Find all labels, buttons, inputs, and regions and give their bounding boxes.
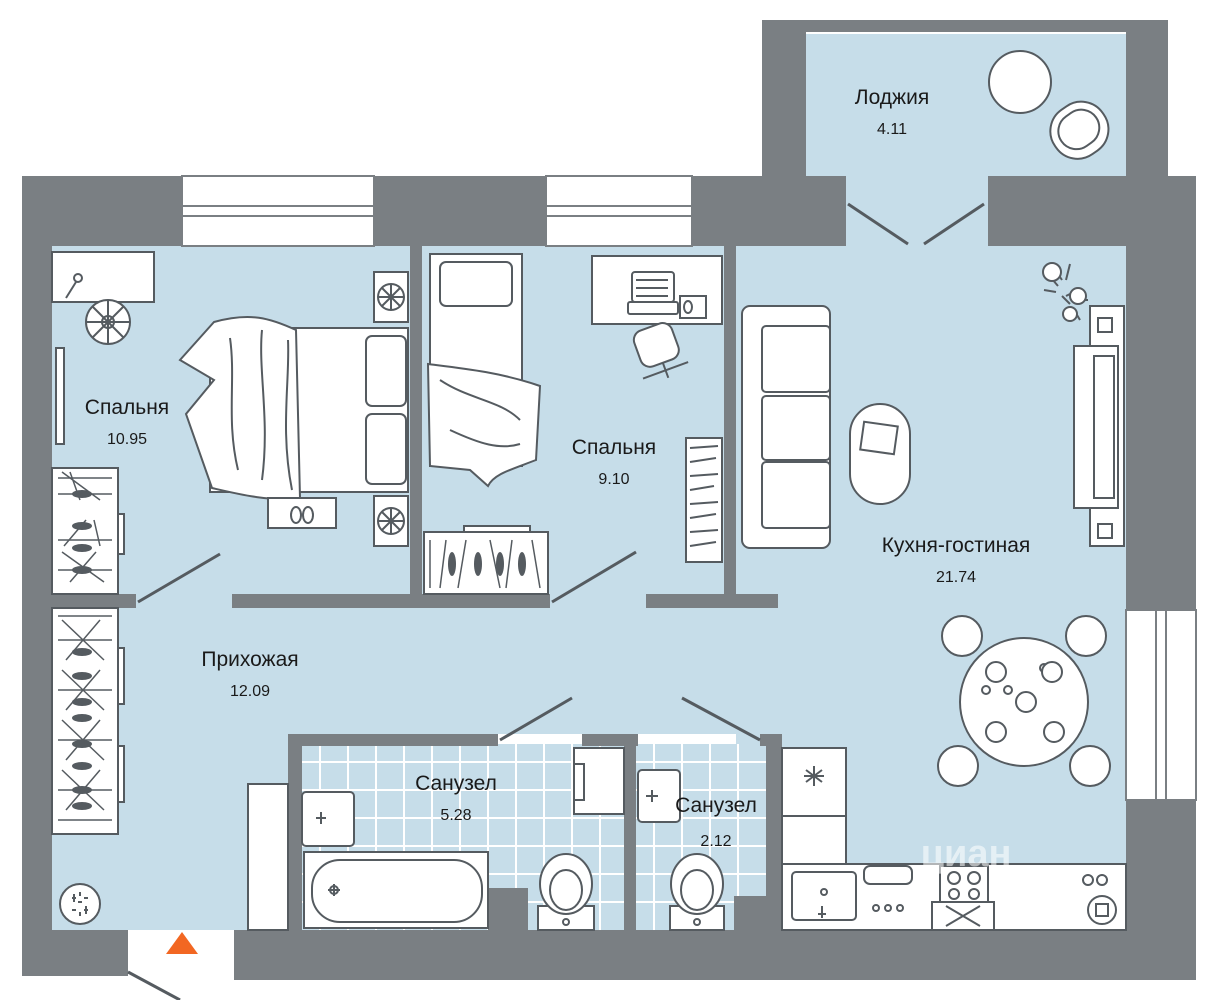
kitchen-counter — [781, 747, 1127, 931]
loggia-area: 4.11 — [877, 121, 907, 138]
bath1-sink — [247, 783, 355, 931]
sofa — [741, 305, 831, 549]
windows — [181, 175, 1197, 801]
dining-chairs — [937, 615, 1111, 787]
walls — [22, 20, 1196, 980]
round-pouf — [85, 299, 131, 345]
desk-bedroom1 — [51, 251, 155, 303]
bath2-name: Санузел — [675, 794, 757, 817]
single-bed — [426, 253, 542, 488]
kitchen-entry-floor — [846, 182, 988, 246]
washing-machine — [573, 747, 625, 815]
kitchen-area: 21.74 — [936, 569, 976, 586]
loggia-table — [988, 50, 1052, 114]
watermark: циан — [921, 833, 1012, 875]
bedroom2-name: Спальня — [572, 436, 656, 459]
desk-bedroom2 — [591, 255, 723, 325]
round-rug — [59, 883, 101, 925]
hallway-floor — [52, 598, 788, 734]
bath2-sink — [637, 769, 681, 823]
plant — [1042, 262, 1088, 322]
bathtub — [303, 851, 489, 929]
bath1-name: Санузел — [415, 772, 497, 795]
loggia-name: Лоджия — [855, 86, 929, 109]
bookshelf — [685, 437, 723, 563]
radiator-bedroom1-bottom — [373, 495, 409, 547]
desk-chair — [632, 322, 689, 380]
loggia-armchair — [1049, 100, 1110, 160]
kitchen-name: Кухня-гостиная — [882, 534, 1031, 557]
toilet-bath2 — [669, 853, 725, 931]
mirror — [55, 347, 65, 445]
entrance-marker — [166, 932, 198, 954]
watermark-text: циан — [921, 833, 1012, 875]
bath1-area: 5.28 — [440, 807, 471, 824]
coffee-table — [849, 403, 911, 505]
bedroom1-name: Спальня — [85, 396, 169, 419]
bedroom2-area: 9.10 — [598, 471, 629, 488]
double-bed — [178, 316, 409, 501]
tv-stand — [1073, 305, 1125, 547]
hallway-area: 12.09 — [230, 683, 270, 700]
bath2-area: 2.12 — [700, 833, 731, 850]
toilet-bath1 — [537, 853, 595, 931]
dining-table — [959, 637, 1089, 767]
bedroom1-area: 10.95 — [107, 431, 147, 448]
door-swings — [127, 202, 985, 1000]
hallway-wardrobe — [51, 607, 125, 835]
hallway-name: Прихожая — [201, 648, 298, 671]
room-labels: Лоджия 4.11 Спальня 10.95 Спальня 9.10 К… — [85, 86, 1030, 850]
radiator-bedroom1-top — [373, 271, 409, 323]
slippers-mat — [267, 497, 337, 529]
wardrobe-bedroom2 — [423, 525, 549, 595]
wardrobe-bedroom1 — [51, 467, 125, 595]
